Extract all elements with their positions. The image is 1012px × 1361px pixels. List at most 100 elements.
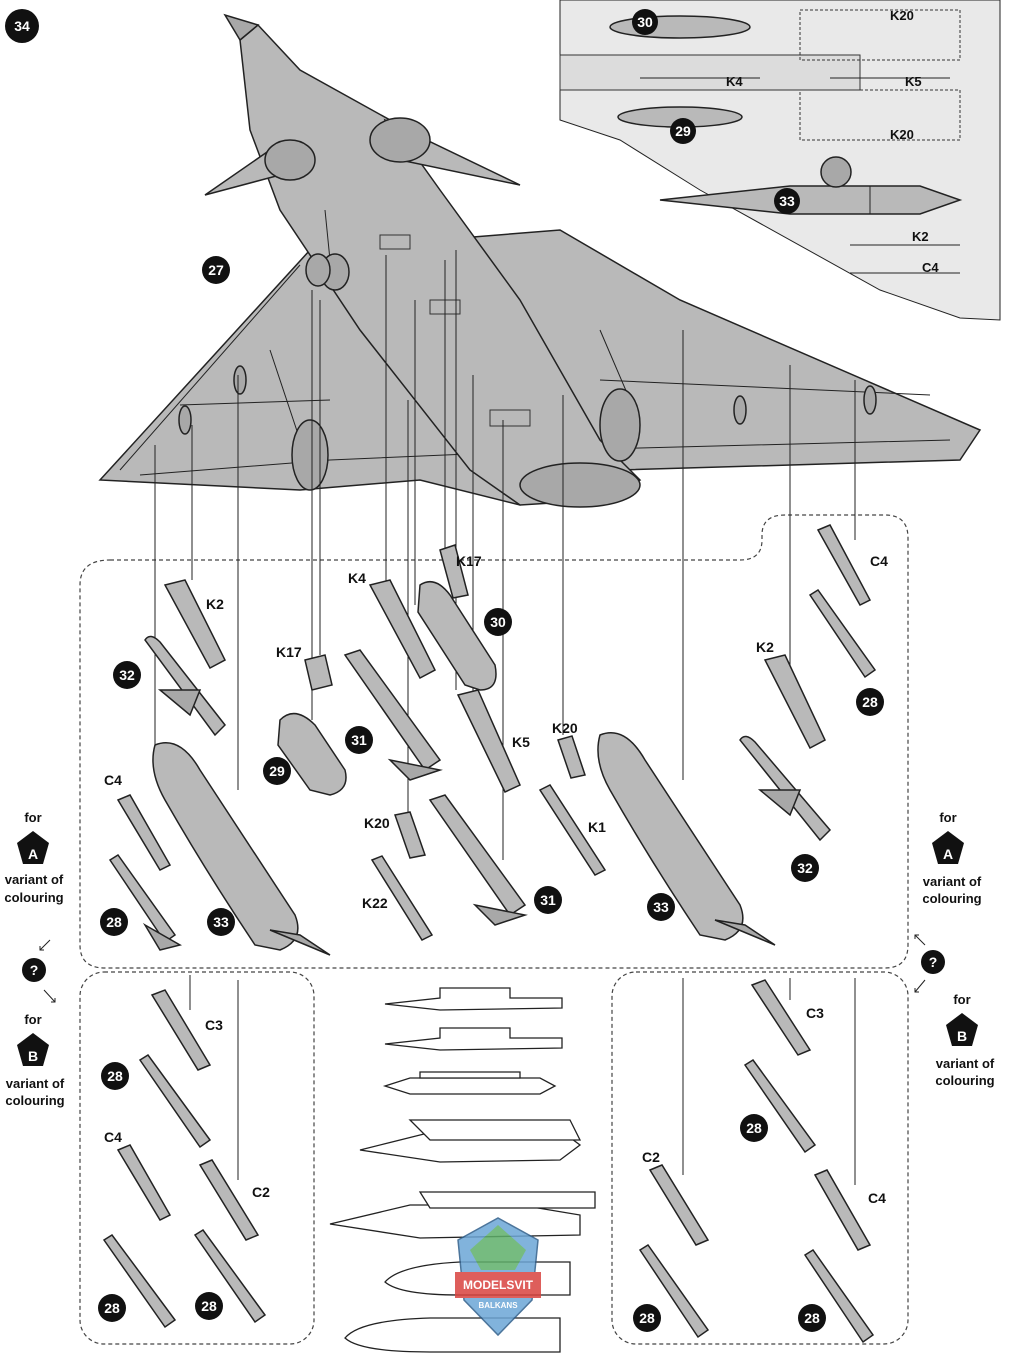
svg-text:MODELSVIT: MODELSVIT — [463, 1278, 534, 1292]
inset-label-k2: K2 — [912, 229, 929, 244]
label-k2-right: K2 — [756, 639, 774, 655]
store-32-right — [739, 735, 832, 842]
badge-28-br-1: 28 — [740, 1114, 768, 1142]
svg-text:32: 32 — [119, 667, 135, 683]
svg-text:28: 28 — [104, 1300, 120, 1316]
svg-text:variant of: variant of — [5, 872, 64, 887]
svg-text:29: 29 — [675, 123, 691, 139]
store-33-right — [597, 732, 776, 946]
svg-text:28: 28 — [746, 1120, 762, 1136]
inset-label-k4: K4 — [726, 74, 743, 89]
svg-text:30: 30 — [637, 14, 653, 30]
svg-text:28: 28 — [862, 694, 878, 710]
badge-28-bl-2: 28 — [98, 1294, 126, 1322]
inset-label-k5: K5 — [905, 74, 922, 89]
svg-text:A: A — [943, 846, 953, 862]
variant-a-note-right: for A variant of colouring — [922, 810, 982, 906]
store-33-left — [152, 742, 331, 956]
label-c4-bl: C4 — [104, 1129, 122, 1145]
svg-text:B: B — [957, 1028, 967, 1044]
label-c4-br: C4 — [868, 1190, 886, 1206]
svg-text:27: 27 — [208, 262, 224, 278]
variant-b-note-left: for B variant of colouring — [5, 1012, 65, 1108]
question-right: ? — [914, 934, 945, 993]
svg-text:colouring: colouring — [4, 890, 63, 905]
variant-b-note-right: for B variant of colouring — [935, 992, 995, 1088]
nose-gear — [305, 209, 350, 291]
question-left: ? — [22, 939, 56, 1003]
badge-33-left: 33 — [207, 908, 235, 936]
label-c3-right: C3 — [806, 1005, 824, 1021]
badge-28-br-2: 28 — [633, 1304, 661, 1332]
inset-badge-33: 33 — [774, 188, 800, 214]
svg-text:28: 28 — [639, 1310, 655, 1326]
group-frame-B-left — [79, 971, 315, 1345]
label-k1: K1 — [588, 819, 606, 835]
watermark-logo: MODELSVIT BALKANS — [455, 1217, 541, 1337]
svg-text:BALKANS: BALKANS — [478, 1301, 518, 1310]
label-c4-right: C4 — [870, 553, 888, 569]
badge-28-bl-1: 28 — [101, 1062, 129, 1090]
step-badge: 34 — [5, 9, 39, 43]
svg-text:A: A — [28, 846, 38, 862]
badge-28-right-top: 28 — [856, 688, 884, 716]
store-32-left — [144, 635, 227, 737]
svg-text:33: 33 — [213, 914, 229, 930]
svg-text:variant of: variant of — [923, 874, 982, 889]
svg-text:32: 32 — [797, 860, 813, 876]
svg-text:for: for — [953, 992, 970, 1007]
svg-text:34: 34 — [14, 18, 30, 34]
group-frame-A — [79, 514, 909, 969]
svg-text:28: 28 — [106, 914, 122, 930]
svg-text:colouring: colouring — [935, 1073, 994, 1088]
label-c4-left: C4 — [104, 772, 122, 788]
store-28-right-top — [808, 588, 877, 679]
svg-text:33: 33 — [779, 193, 795, 209]
badge-28-br-3: 28 — [798, 1304, 826, 1332]
label-k17-right: K17 — [456, 553, 482, 569]
badge-28-left: 28 — [100, 908, 128, 936]
badge-30: 30 — [484, 608, 512, 636]
svg-text:for: for — [24, 1012, 41, 1027]
label-k20-right: K20 — [552, 720, 578, 736]
svg-text:28: 28 — [804, 1310, 820, 1326]
svg-text:28: 28 — [201, 1298, 217, 1314]
label-k2-left: K2 — [206, 596, 224, 612]
label-k4: K4 — [348, 570, 366, 586]
svg-text:31: 31 — [351, 732, 367, 748]
inset-label-k20-top: K20 — [890, 8, 914, 23]
label-c2-br: C2 — [642, 1149, 660, 1165]
inset-badge-30: 30 — [632, 9, 658, 35]
svg-text:30: 30 — [490, 614, 506, 630]
svg-text:colouring: colouring — [922, 891, 981, 906]
inset-label-c4: C4 — [922, 260, 939, 275]
label-k20-left: K20 — [364, 815, 390, 831]
main-gear-left — [269, 349, 329, 491]
svg-text:31: 31 — [540, 892, 556, 908]
inset-badge-29: 29 — [670, 118, 696, 144]
svg-text:28: 28 — [107, 1068, 123, 1084]
label-k17-left: K17 — [276, 644, 302, 660]
main-gear-right — [599, 329, 641, 462]
svg-text:29: 29 — [269, 763, 285, 779]
label-k5: K5 — [512, 734, 530, 750]
svg-text:33: 33 — [653, 899, 669, 915]
svg-text:?: ? — [30, 962, 39, 978]
subassembly-badge: 27 — [202, 256, 230, 284]
svg-text:variant of: variant of — [6, 1076, 65, 1091]
badge-31-lower: 31 — [534, 886, 562, 914]
badge-29: 29 — [263, 757, 291, 785]
label-k22: K22 — [362, 895, 388, 911]
store-29 — [277, 712, 347, 796]
svg-text:variant of: variant of — [936, 1056, 995, 1071]
variant-a-note-left: for A variant of colouring — [4, 810, 64, 905]
svg-text:for: for — [24, 810, 41, 825]
badge-28-bl-3: 28 — [195, 1292, 223, 1320]
inset-detail — [559, 0, 1001, 321]
store-30 — [417, 580, 497, 691]
svg-text:?: ? — [929, 954, 938, 970]
group-frame-B-right — [611, 971, 909, 1345]
label-c2-bl: C2 — [252, 1184, 270, 1200]
store-28-left — [108, 853, 182, 951]
